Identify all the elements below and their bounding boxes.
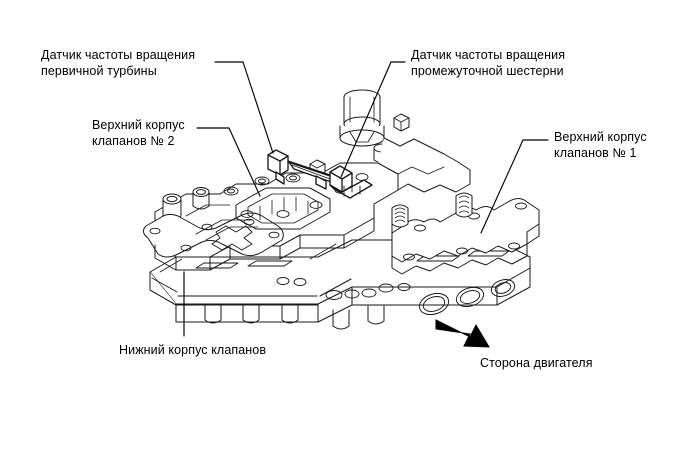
leader-primary-turbine-speed-sensor <box>214 61 274 154</box>
leader-upper-valve-body-no1 <box>480 139 549 234</box>
leader-counter-gear-speed-sensor <box>340 61 406 178</box>
callout-primary-turbine-speed-sensor: Датчик частоты вращения первичной турбин… <box>41 48 196 78</box>
callout-engine-side: Сторона двигателя <box>480 356 593 370</box>
callout-upper-valve-body-no2: Верхний корпус клапанов № 2 <box>92 118 185 148</box>
engine-side-direction-arrow <box>435 319 490 348</box>
callout-counter-gear-speed-sensor: Датчик частоты вращения промежуточной ше… <box>411 48 566 78</box>
callout-upper-valve-body-no1: Верхний корпус клапанов № 1 <box>554 130 647 160</box>
callout-lower-valve-body: Нижний корпус клапанов <box>119 343 267 357</box>
leader-upper-valve-body-no2 <box>196 127 261 197</box>
